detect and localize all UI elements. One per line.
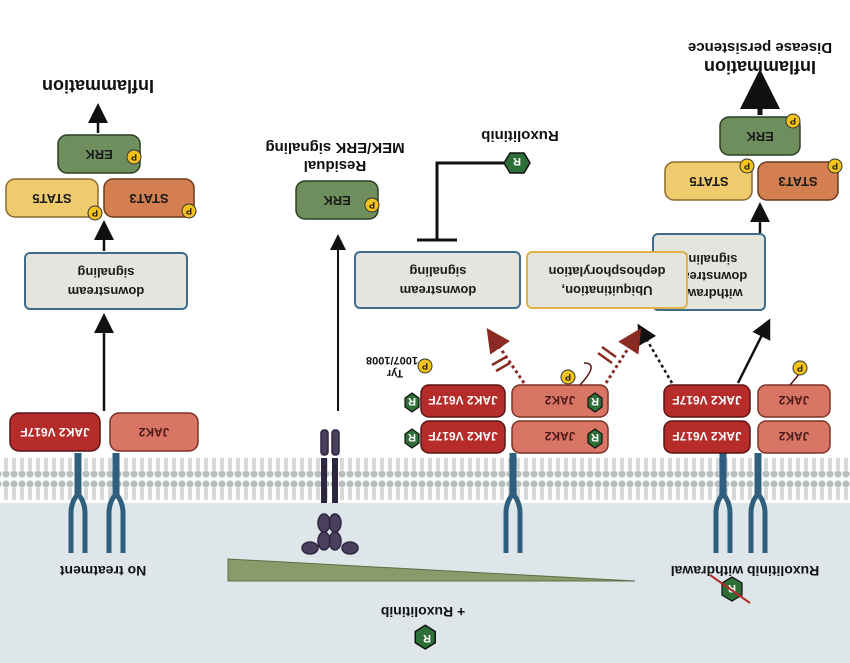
erk-residual [295,180,379,220]
inhibited-arrow-right [486,328,526,384]
svg-text:signaling: signaling [409,264,466,279]
treatment-wedge [227,558,636,582]
svg-text:R: R [408,395,416,407]
svg-text:JAK2 V617F: JAK2 V617F [428,429,497,443]
stat5-no-treatment [5,178,99,218]
svg-text:downstream: downstream [400,283,477,298]
svg-text:R: R [591,431,599,443]
svg-text:P: P [131,152,137,162]
tyr-position-label: 1007/1008 [366,354,418,366]
withdrawal-label: Ruxolitinib withdrawal [671,563,820,579]
jak2-mutant-withdrawal-2 [663,384,751,418]
svg-text:P: P [790,116,796,126]
svg-text:JAK2: JAK2 [778,393,809,407]
svg-text:P: P [565,372,571,382]
svg-text:withdrawal: withdrawal [675,286,743,301]
output-inflammation-no-treatment: Inflammation [42,76,154,96]
erk-withdrawal [719,116,801,156]
output-inflammation-withdrawal: Inflammation [704,57,816,77]
svg-text:JAK2: JAK2 [544,393,575,407]
ruxolitinib-crossed-icon: R [709,574,751,604]
jak2-wt-withdrawal-2 [757,384,831,418]
svg-text:JAK2: JAK2 [778,429,809,443]
stat3-no-treatment [103,178,195,218]
svg-text:P: P [186,206,192,216]
ruxolitinib-hex: R [587,392,603,413]
svg-text:JAK2 V617F: JAK2 V617F [672,393,741,407]
no-treatment-downstream-box [24,252,188,310]
svg-text:R: R [408,431,416,443]
jak2-wt-no-treatment [109,412,199,452]
svg-text:STAT5: STAT5 [689,174,728,189]
receptor-withdrawal-2 [748,453,768,553]
jak2-wt-withdrawal-1 [757,420,831,454]
inhibited-arrow-left [604,327,642,384]
svg-text:JAK2: JAK2 [138,425,169,439]
svg-text:P: P [797,363,803,373]
ruxolitinib-hex: R [503,152,531,174]
receptor-no-treatment-2 [68,453,88,553]
no-treatment-label: No treatment [59,563,146,579]
cell-membrane [0,457,850,503]
jak2-mutant-rux-2 [420,384,506,418]
svg-text:downstream: downstream [671,269,748,284]
arrow-withdrawal-solid [736,318,771,384]
svg-text:JAK2: JAK2 [544,429,575,443]
svg-text:signaling: signaling [77,265,134,280]
svg-text:STAT3: STAT3 [129,191,168,206]
svg-text:P: P [369,200,375,210]
tyr-label: Tyr [386,367,403,379]
jak2-wt-rux-2 [511,384,609,418]
phospho-tail [579,362,592,386]
svg-text:R: R [591,395,599,407]
ruxolitinib-treatment-label: + Ruxolitinib [381,604,465,620]
arrow-withdrawal-dotted [637,323,674,384]
svg-text:STAT3: STAT3 [778,174,817,189]
svg-text:ERK: ERK [323,193,351,208]
receptor-no-treatment-1 [106,453,126,553]
ruxolitinib-hex: R [404,428,420,449]
svg-text:P: P [832,161,838,171]
cytokine-receptor [301,429,359,555]
jak2-mutant-rux-1 [420,420,506,454]
svg-text:R: R [728,582,736,594]
svg-text:JAK2 V617F: JAK2 V617F [428,393,497,407]
stat3-withdrawal [757,161,839,201]
svg-text:P: P [422,361,428,371]
svg-text:STAT5: STAT5 [32,191,71,206]
svg-text:ERK: ERK [746,129,774,144]
ruxolitinib-hex: R [404,392,420,413]
jak2-wt-rux-1 [511,420,609,454]
stat5-withdrawal [664,161,753,201]
svg-text:P: P [744,161,750,171]
inhibition-bar [417,161,514,242]
svg-text:signaling: signaling [680,252,737,267]
phospho-mark [560,369,576,385]
svg-text:R: R [513,155,521,167]
residual-label: Residual [304,157,367,174]
ruxolitinib-hex-main: R [414,624,436,650]
mek-erk-label: MEK/ERK signaling [265,139,404,156]
svg-text:JAK2 V617F: JAK2 V617F [20,425,89,439]
svg-text:dephosphorylation: dephosphorylation [548,264,665,279]
output-disease-persistence: Disease persistence [688,39,832,56]
receptor-withdrawal-1 [713,453,733,553]
receptor-ruxolitinib [503,453,523,553]
svg-text:ERK: ERK [85,147,113,162]
jak2-mutant-withdrawal-1 [663,420,751,454]
svg-text:P: P [92,208,98,218]
drug-mark: R [423,632,431,644]
svg-text:JAK2 V617F: JAK2 V617F [672,429,741,443]
ubiquitination-box [526,251,688,309]
svg-text:Ubiquitination,: Ubiquitination, [562,283,653,298]
phospho-mark [792,360,808,376]
ruxolitinib-hex: R [587,428,603,449]
phospho-mark [417,358,433,374]
rux-downstream-box [354,251,521,309]
svg-text:downstream: downstream [68,284,145,299]
ruxolitinib-label: Ruxolitinib [481,127,559,144]
jak2-mutant-no-treatment [9,412,101,452]
